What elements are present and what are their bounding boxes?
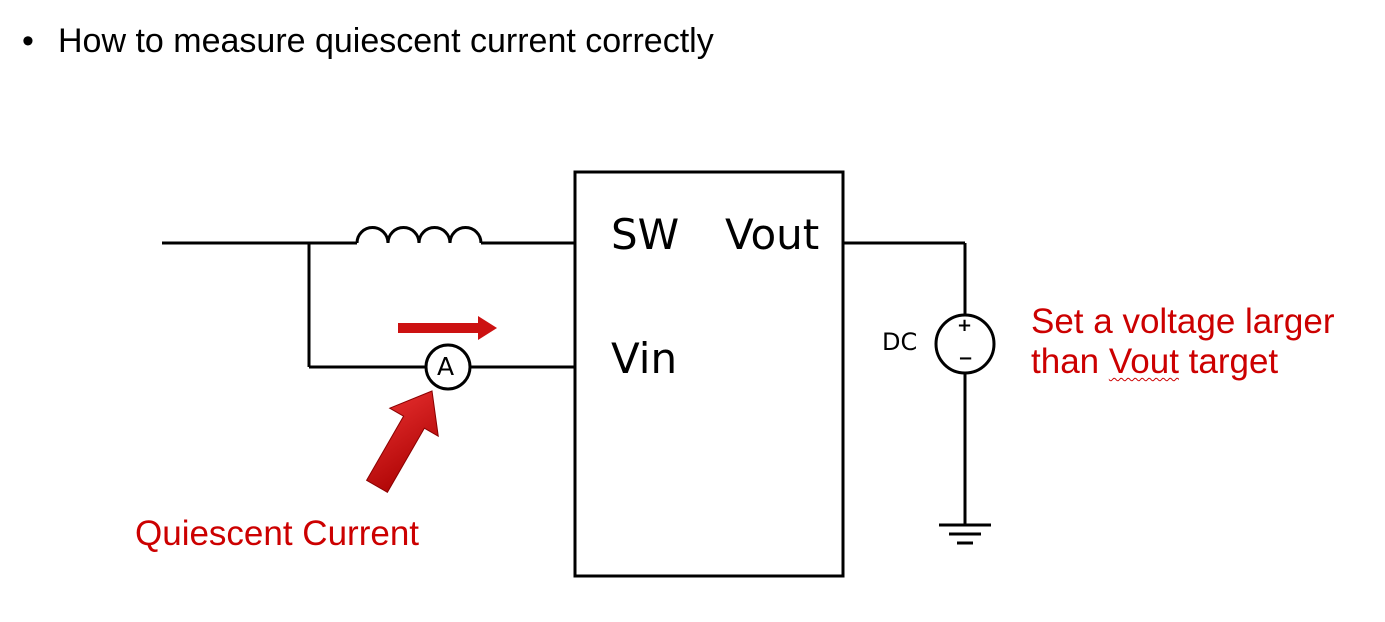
ground-symbol [939, 523, 991, 545]
current-direction-arrow [398, 316, 497, 340]
voltage-note-vout: Vout [1108, 342, 1179, 381]
pin-vout-label: Vout [725, 210, 820, 259]
quiescent-current-label: Quiescent Current [135, 514, 420, 553]
voltage-note-line1: Set a voltage larger [1031, 302, 1335, 341]
bullet-icon: • [22, 22, 34, 60]
voltage-note-line2: than Vout target [1031, 342, 1278, 382]
pointer-arrow [365, 390, 439, 493]
page-title-text: How to measure quiescent current correct… [58, 22, 714, 60]
ammeter-label: A [437, 352, 455, 381]
minus-sign: − [958, 348, 974, 369]
voltage-note-suffix: target [1178, 342, 1279, 381]
inductor-symbol [355, 226, 483, 244]
dc-label: DC [882, 328, 918, 356]
pin-sw-label: SW [611, 210, 680, 259]
plus-sign: + [957, 315, 973, 336]
page-title: • How to measure quiescent current correc… [22, 22, 714, 61]
ic-box [573, 170, 845, 578]
pin-vin-label: Vin [611, 334, 678, 383]
voltage-note-prefix: than [1031, 342, 1109, 381]
